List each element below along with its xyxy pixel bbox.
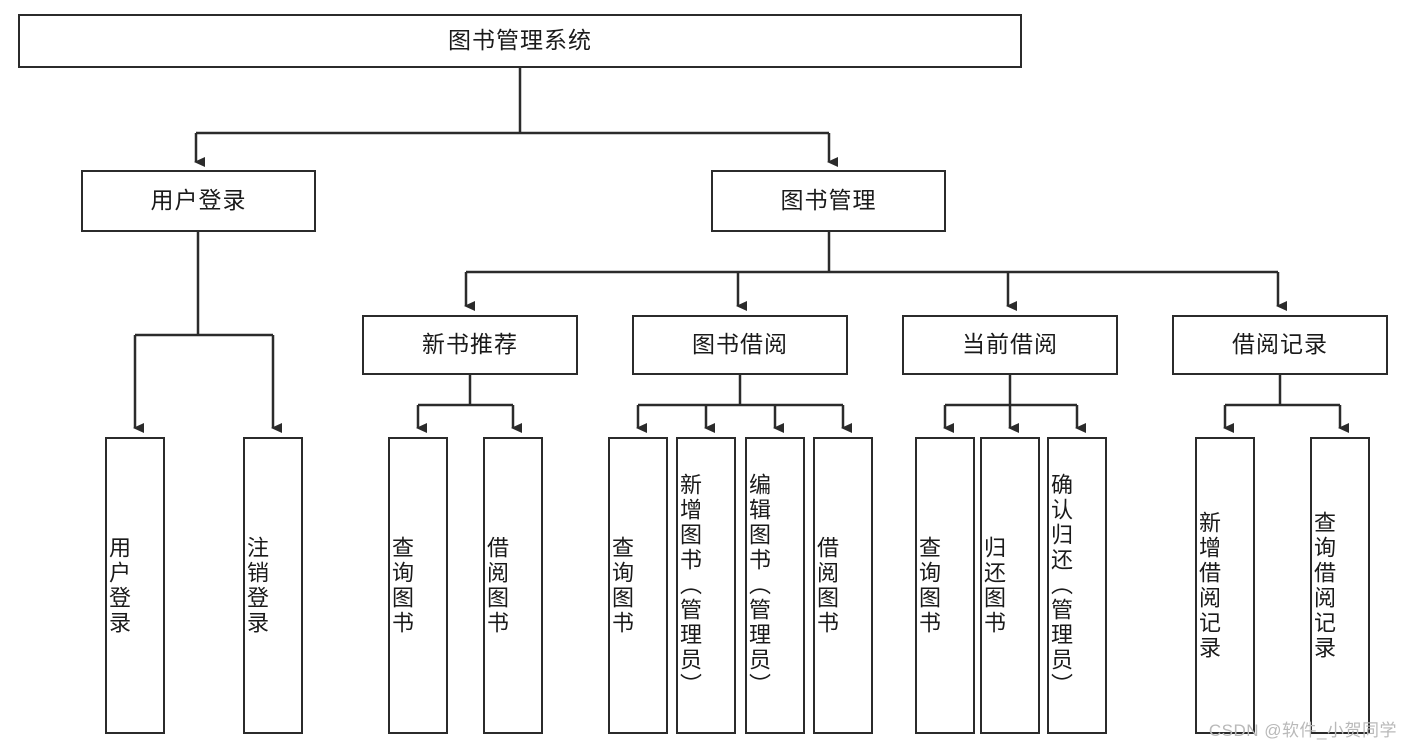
leaf-search-books-borrow[interactable]: 查询图书 bbox=[608, 437, 668, 734]
leaf-add-borrow-record-label: 新增借阅记录 bbox=[1196, 510, 1221, 661]
node-book-borrow-label: 图书借阅 bbox=[692, 331, 788, 358]
node-book-management[interactable]: 图书管理 bbox=[711, 170, 946, 232]
leaf-borrow-books-recommend-label: 借阅图书 bbox=[484, 535, 509, 636]
leaf-return-books[interactable]: 归还图书 bbox=[980, 437, 1040, 734]
leaf-confirm-return-admin[interactable]: 确认归还（管理员） bbox=[1047, 437, 1107, 734]
leaf-search-books-borrow-label: 查询图书 bbox=[609, 535, 634, 636]
leaf-search-borrow-record-label: 查询借阅记录 bbox=[1311, 510, 1336, 661]
leaf-add-book-admin[interactable]: 新增图书（管理员） bbox=[676, 437, 736, 734]
leaf-add-book-admin-label: 新增图书（管理员） bbox=[677, 473, 702, 698]
leaf-user-login-label: 用户登录 bbox=[106, 535, 131, 636]
node-user-login-label: 用户登录 bbox=[150, 187, 247, 214]
leaf-logout-label: 注销登录 bbox=[244, 535, 269, 636]
leaf-add-borrow-record[interactable]: 新增借阅记录 bbox=[1195, 437, 1255, 734]
leaf-user-login[interactable]: 用户登录 bbox=[105, 437, 165, 734]
watermark: CSDN @软件_小贺同学 bbox=[1208, 721, 1397, 740]
node-new-book-recommend-label: 新书推荐 bbox=[422, 331, 518, 358]
leaf-borrow-books-recommend[interactable]: 借阅图书 bbox=[483, 437, 543, 734]
leaf-edit-book-admin[interactable]: 编辑图书（管理员） bbox=[745, 437, 805, 734]
node-book-borrow[interactable]: 图书借阅 bbox=[632, 315, 848, 375]
leaf-borrow-books-borrow[interactable]: 借阅图书 bbox=[813, 437, 873, 734]
node-new-book-recommend[interactable]: 新书推荐 bbox=[362, 315, 578, 375]
node-user-login[interactable]: 用户登录 bbox=[81, 170, 316, 232]
node-borrow-records[interactable]: 借阅记录 bbox=[1172, 315, 1388, 375]
leaf-search-books-recommend-label: 查询图书 bbox=[389, 535, 414, 636]
leaf-search-borrow-record[interactable]: 查询借阅记录 bbox=[1310, 437, 1370, 734]
leaf-confirm-return-admin-label: 确认归还（管理员） bbox=[1048, 473, 1073, 698]
node-book-management-label: 图书管理 bbox=[780, 187, 877, 214]
node-root[interactable]: 图书管理系统 bbox=[18, 14, 1022, 68]
node-root-label: 图书管理系统 bbox=[448, 27, 592, 54]
leaf-search-books-current-label: 查询图书 bbox=[916, 535, 941, 636]
leaf-search-books-recommend[interactable]: 查询图书 bbox=[388, 437, 448, 734]
leaf-search-books-current[interactable]: 查询图书 bbox=[915, 437, 975, 734]
leaf-borrow-books-borrow-label: 借阅图书 bbox=[814, 535, 839, 636]
node-current-borrow-label: 当前借阅 bbox=[962, 331, 1058, 358]
leaf-return-books-label: 归还图书 bbox=[981, 535, 1006, 636]
leaf-edit-book-admin-label: 编辑图书（管理员） bbox=[746, 473, 771, 698]
node-current-borrow[interactable]: 当前借阅 bbox=[902, 315, 1118, 375]
node-borrow-records-label: 借阅记录 bbox=[1232, 331, 1328, 358]
leaf-logout[interactable]: 注销登录 bbox=[243, 437, 303, 734]
